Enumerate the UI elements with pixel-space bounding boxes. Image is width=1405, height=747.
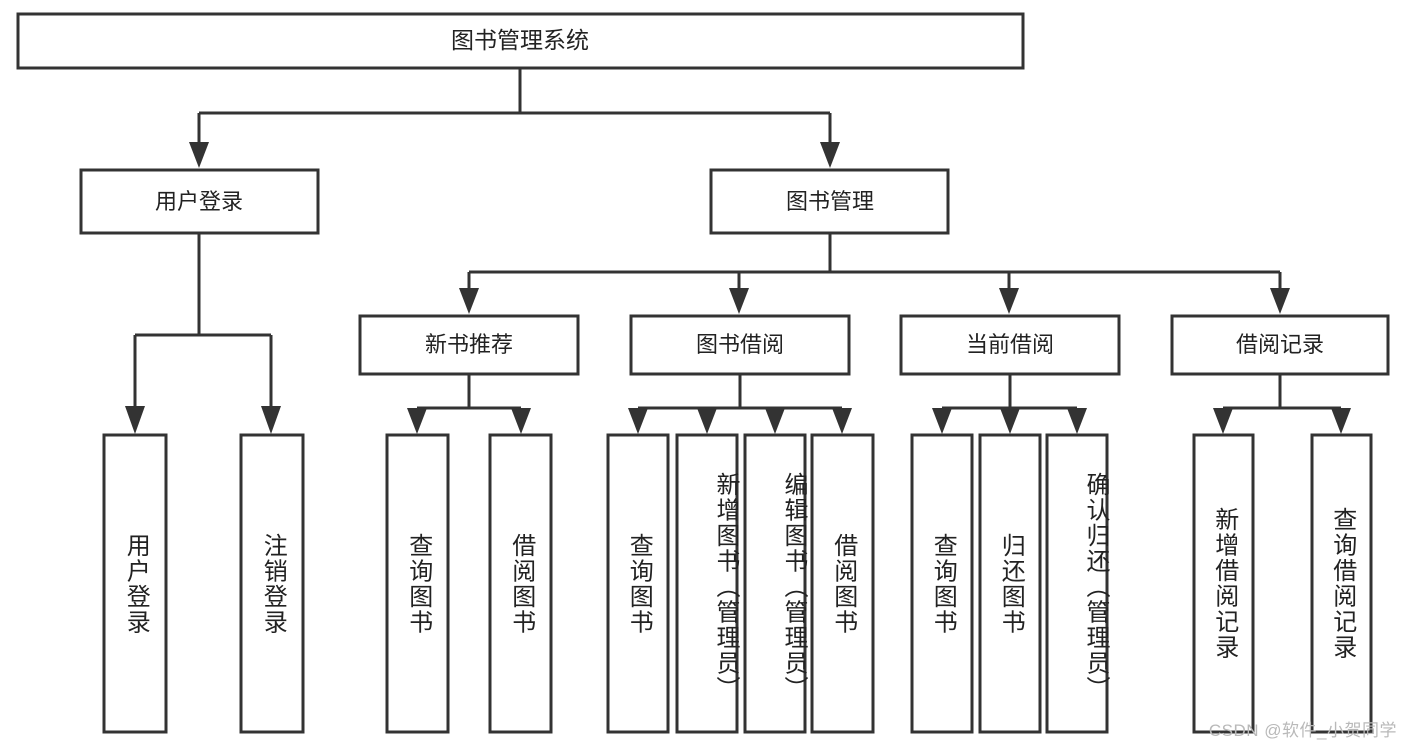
leaf-box-br-query-record[interactable] bbox=[1310, 433, 1373, 734]
leaf-label-bb-query-book: 查询图书 bbox=[625, 532, 653, 635]
arrow-head-nbr-leaf-2 bbox=[511, 408, 531, 434]
arrow-head-leaf-logout bbox=[261, 406, 281, 434]
arrow-head-leaf-user-login bbox=[125, 406, 145, 434]
node-root-system-label: 图书管理系统 bbox=[451, 27, 589, 53]
node-user-login[interactable]: 用户登录 bbox=[79, 168, 320, 235]
arrow-head-cb-leaf-1 bbox=[932, 408, 952, 434]
leaf-label-user-login: 用户登录 bbox=[122, 532, 150, 635]
leaf-label-nbr-query-book: 查询图书 bbox=[404, 532, 432, 635]
leaf-box-user-login[interactable] bbox=[102, 433, 168, 734]
node-borrow-record[interactable]: 借阅记录 bbox=[1170, 314, 1390, 376]
leaf-box-bb-query-book[interactable] bbox=[606, 433, 670, 734]
leaf-box-logout[interactable] bbox=[239, 433, 305, 734]
connector-root-to-level2 bbox=[189, 68, 840, 168]
node-book-manage-label: 图书管理 bbox=[786, 189, 874, 214]
node-root-system-box bbox=[16, 12, 1025, 70]
arrow-head-new-book-recommend bbox=[459, 288, 479, 314]
arrow-head-br-leaf-2 bbox=[1331, 408, 1351, 434]
arrow-head-book-manage bbox=[820, 142, 840, 168]
node-book-manage[interactable]: 图书管理 bbox=[709, 168, 950, 235]
arrow-head-book-borrow bbox=[729, 288, 749, 314]
leaf-box-nbr-query-book[interactable] bbox=[385, 433, 450, 734]
connector-current-borrow-to-leaves bbox=[932, 374, 1087, 434]
arrow-head-bb-leaf-2 bbox=[697, 408, 717, 434]
node-book-borrow-box bbox=[629, 314, 851, 376]
leaf-box-bb-borrow-book[interactable] bbox=[810, 433, 875, 734]
node-book-borrow[interactable]: 图书借阅 bbox=[629, 314, 851, 376]
arrow-head-bb-leaf-4 bbox=[832, 408, 852, 434]
leaf-label-cb-confirm-return: 确认归还（管理员） bbox=[1082, 471, 1109, 702]
connector-user-login-to-leaves bbox=[125, 233, 281, 434]
node-new-book-recommend-box bbox=[358, 314, 580, 376]
connector-borrow-record-to-leaves bbox=[1213, 374, 1351, 434]
leaf-box-br-add-record[interactable] bbox=[1192, 433, 1255, 734]
node-current-borrow[interactable]: 当前借阅 bbox=[899, 314, 1121, 376]
leaf-box-cb-return-book[interactable] bbox=[978, 433, 1042, 734]
leaf-label-cb-query-book: 查询图书 bbox=[929, 532, 957, 635]
leaf-label-br-add-record: 新增借阅记录 bbox=[1210, 507, 1238, 660]
node-borrow-record-label: 借阅记录 bbox=[1236, 332, 1324, 357]
arrow-head-user-login bbox=[189, 142, 209, 168]
node-book-borrow-label: 图书借阅 bbox=[696, 332, 784, 357]
node-new-book-recommend-label: 新书推荐 bbox=[425, 332, 513, 357]
node-root-system[interactable]: 图书管理系统 bbox=[16, 12, 1025, 70]
leaf-box-bb-edit-book[interactable] bbox=[743, 433, 807, 734]
leaf-box-cb-confirm-return[interactable] bbox=[1045, 433, 1109, 734]
leaf-label-bb-add-book: 新增图书（管理员） bbox=[712, 471, 739, 702]
leaf-box-bb-add-book[interactable] bbox=[675, 433, 739, 734]
arrow-head-current-borrow bbox=[999, 288, 1019, 314]
node-current-borrow-label: 当前借阅 bbox=[966, 332, 1054, 357]
leaf-label-cb-return-book: 归还图书 bbox=[997, 532, 1025, 635]
watermark-text: CSDN @软件_小贺同学 bbox=[1208, 721, 1397, 740]
arrow-head-cb-leaf-3 bbox=[1067, 408, 1087, 434]
connector-new-book-recommend-to-leaves bbox=[407, 374, 531, 434]
arrow-head-nbr-leaf-1 bbox=[407, 408, 427, 434]
connector-book-borrow-to-leaves bbox=[628, 374, 852, 434]
leaf-label-bb-borrow-book: 借阅图书 bbox=[829, 532, 857, 635]
node-user-login-label: 用户登录 bbox=[155, 189, 243, 214]
arrow-head-br-leaf-1 bbox=[1213, 408, 1233, 434]
connector-book-manage-to-level3 bbox=[459, 233, 1290, 314]
arrow-head-bb-leaf-3 bbox=[765, 408, 785, 434]
node-new-book-recommend[interactable]: 新书推荐 bbox=[358, 314, 580, 376]
leaf-box-cb-query-book[interactable] bbox=[910, 433, 974, 734]
leaf-label-nbr-borrow-book: 借阅图书 bbox=[507, 532, 535, 635]
arrow-head-bb-leaf-1 bbox=[628, 408, 648, 434]
node-current-borrow-box bbox=[899, 314, 1121, 376]
arrow-head-borrow-record bbox=[1270, 288, 1290, 314]
leaf-box-nbr-borrow-book[interactable] bbox=[488, 433, 553, 734]
leaf-label-br-query-record: 查询借阅记录 bbox=[1328, 507, 1356, 660]
leaf-label-bb-edit-book: 编辑图书（管理员） bbox=[780, 471, 807, 702]
leaf-label-logout: 注销登录 bbox=[259, 532, 287, 635]
arrow-head-cb-leaf-2 bbox=[1000, 408, 1020, 434]
